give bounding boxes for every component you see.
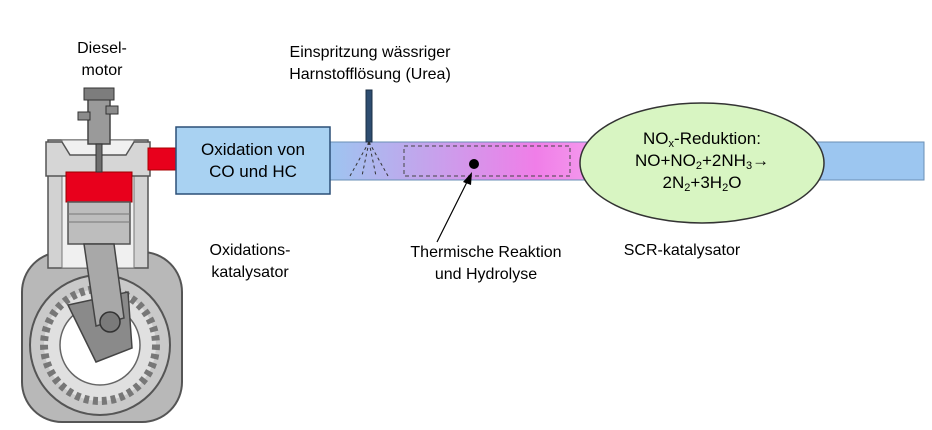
engine-label: Diesel- motor <box>77 40 127 79</box>
oxidation-box-text: Oxidation von CO und HC <box>201 140 305 181</box>
exhaust-pipe <box>325 141 607 181</box>
injection-label: Einspritzung wässriger Harnstofflösung (… <box>289 44 451 83</box>
reaction-dot <box>469 159 479 169</box>
injector-body <box>87 97 111 145</box>
connecting-rod <box>83 243 125 327</box>
scr-catalyst-ellipse <box>579 102 825 224</box>
piston <box>67 201 131 245</box>
combustion-chamber <box>65 171 133 203</box>
oxidation-catalyst-box <box>175 126 331 195</box>
scr-equation-left: NO+NO2+2NH3→ <box>634 151 770 172</box>
scr-equation-right: 2N2+3H2O <box>662 173 742 194</box>
spray-cone <box>349 141 389 177</box>
scr-catalyst-label: SCR-katalysator <box>623 242 741 259</box>
oxidation-catalyst-label: Oxidations- katalysator <box>209 242 291 281</box>
scr-title: NOx-Reduktion: <box>643 129 761 150</box>
diesel-engine <box>21 87 183 423</box>
thermal-reaction-label: Thermische Reaktion und Hydrolyse <box>410 244 562 283</box>
urea-nozzle <box>365 89 373 143</box>
pointer-arrow <box>436 172 472 243</box>
scr-reaction-text: NOx-Reduktion: NO+NO2+2NH3→ 2N2+3H2O <box>592 128 812 194</box>
exhaust-hot-pipe <box>147 147 179 171</box>
